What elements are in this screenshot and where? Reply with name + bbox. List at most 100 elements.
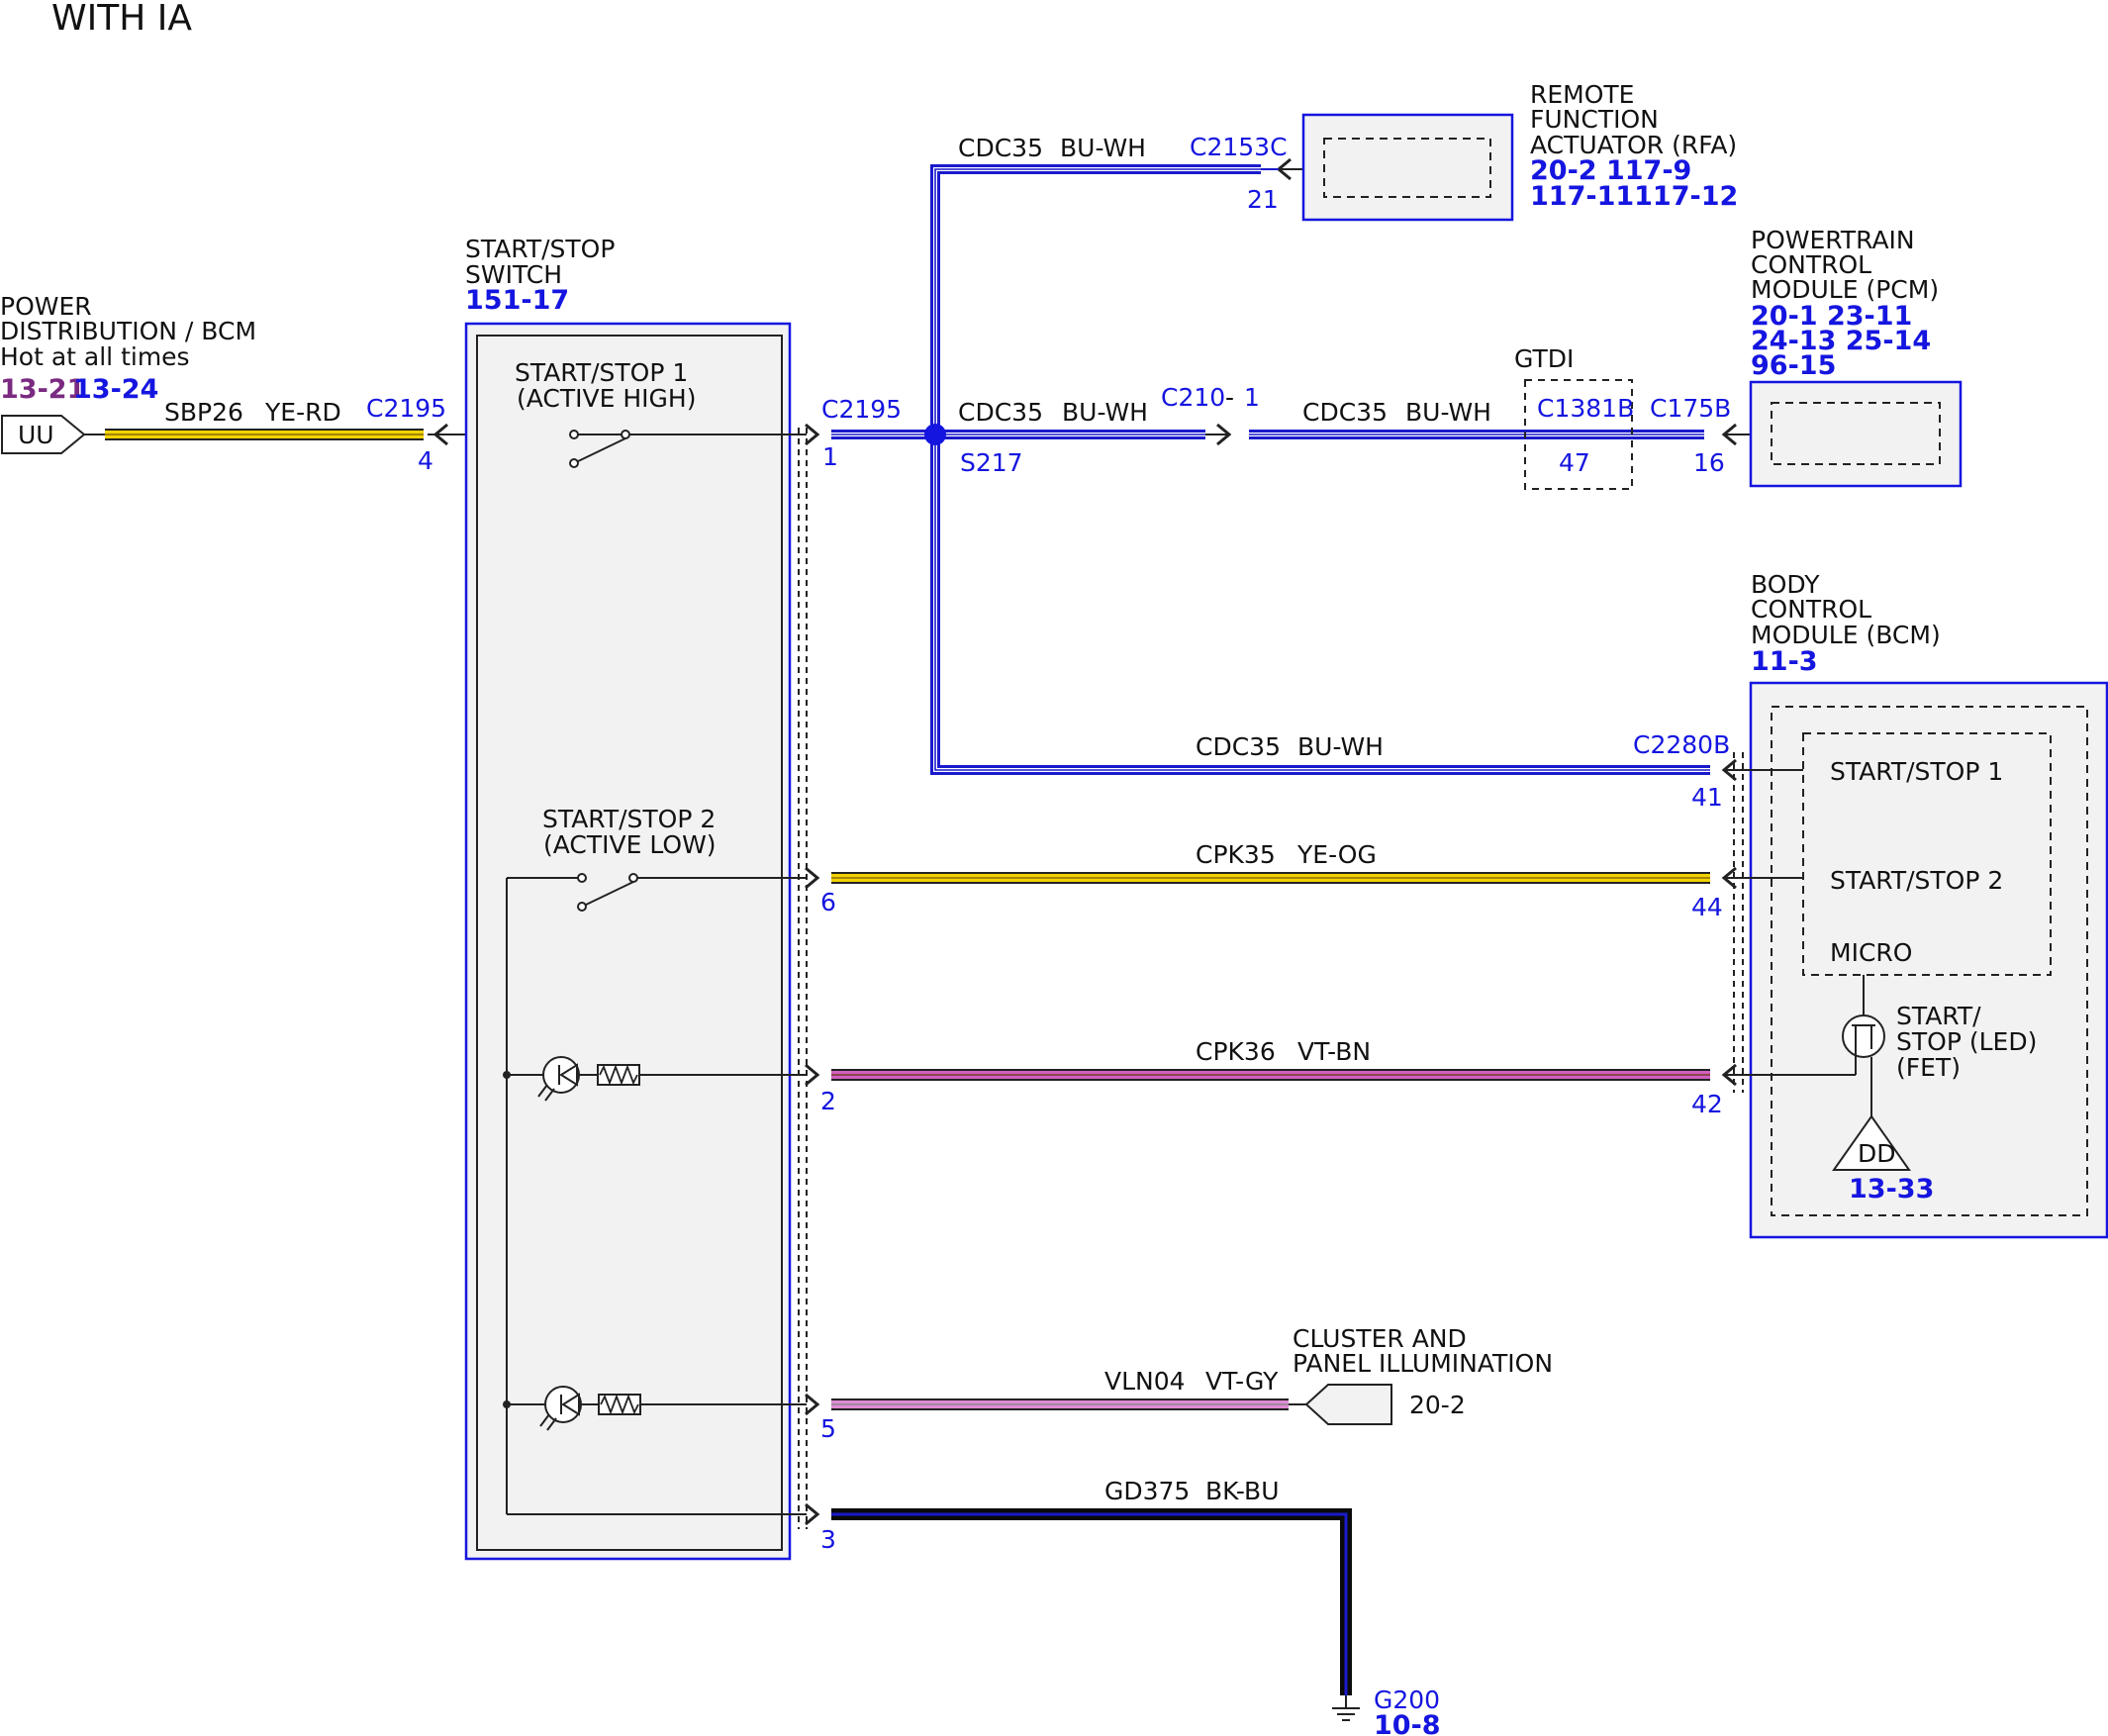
pin-6: 6 xyxy=(820,888,836,916)
switch1-label-line-2: (ACTIVE HIGH) xyxy=(517,384,696,413)
pin-2: 2 xyxy=(820,1087,836,1115)
page-title: WITH IA xyxy=(51,0,192,39)
wire-cpk35-circuit: CPK35 xyxy=(1196,840,1276,869)
connector-c2280b: C2280B xyxy=(1633,730,1730,759)
connector-c175b: C175B xyxy=(1650,394,1731,423)
switch-title-line-2: SWITCH xyxy=(465,260,562,289)
pin-16: 16 xyxy=(1693,448,1725,477)
pin-3: 3 xyxy=(820,1525,836,1554)
connector-c2195-left: C2195 xyxy=(366,394,446,423)
pin-42: 42 xyxy=(1691,1090,1723,1118)
wire-rfa-color: BU-WH xyxy=(1060,134,1146,162)
power-label-line-1: POWER xyxy=(0,292,92,321)
bcm-dd-label: DD xyxy=(1858,1139,1896,1168)
switch2-label-line-2: (ACTIVE LOW) xyxy=(543,830,717,859)
connector-arrow-pin-1 xyxy=(805,423,820,446)
wire-cpk36-color: VT-BN xyxy=(1297,1037,1371,1066)
inline-c210-sep: - xyxy=(1225,383,1234,412)
start-stop-switch: START/STOP SWITCH 151-17 START/STOP 1 (A… xyxy=(464,235,820,1561)
wire-vln04-color: VT-GY xyxy=(1205,1367,1279,1396)
power-distribution: POWER DISTRIBUTION / BCM Hot at all time… xyxy=(0,292,572,475)
rfa-ref-links-1[interactable]: 20-2 117-9 xyxy=(1530,155,1691,186)
power-label-line-2: DISTRIBUTION / BCM xyxy=(0,317,256,345)
inline-c210-label: C210 xyxy=(1161,383,1225,412)
wire-gd375-color: BK-BU xyxy=(1205,1477,1280,1505)
cluster-terminal-shape xyxy=(1304,1384,1392,1425)
wire-cpk36-circuit: CPK36 xyxy=(1196,1037,1276,1066)
wire-sbp26-color: YE-RD xyxy=(264,398,341,427)
led-indicator-icon xyxy=(507,1056,598,1102)
fet-transistor-icon xyxy=(1724,975,1885,1116)
resistor-icon xyxy=(597,1064,807,1086)
wire-rfa-circuit: CDC35 xyxy=(958,134,1043,162)
bcm-micro-box xyxy=(1802,732,2052,976)
bcm-fet-line-3: (FET) xyxy=(1896,1053,1961,1082)
connector-arrow-pin-44 xyxy=(1721,866,1737,890)
pcm-name-line-1: POWERTRAIN xyxy=(1751,226,1915,254)
switch2-label-line-1: START/STOP 2 xyxy=(542,805,716,833)
resistor-icon-2 xyxy=(598,1394,807,1415)
ground-g200-label: G200 xyxy=(1374,1686,1440,1714)
bcm-module: BODY CONTROL MODULE (BCM) 11-3 START/STO… xyxy=(1724,570,2108,1239)
wire-bcm41-color: BU-WH xyxy=(1297,732,1384,761)
pin-21: 21 xyxy=(1247,185,1279,214)
connector-arrow-pin-41 xyxy=(1721,758,1737,782)
connector-c1381b: C1381B xyxy=(1537,394,1634,423)
bcm-name-line-1: BODY xyxy=(1751,570,1820,599)
wire-gd375-circuit: GD375 xyxy=(1104,1477,1190,1505)
bcm-name-line-2: CONTROL xyxy=(1751,595,1871,624)
bcm-dd-ref-link[interactable]: 13-33 xyxy=(1849,1174,1934,1205)
inline-c210-pin: 1 xyxy=(1244,383,1260,412)
cluster-name-line-2: PANEL ILLUMINATION xyxy=(1293,1349,1553,1378)
rfa-module: REMOTE FUNCTION ACTUATOR (RFA) 20-2 117-… xyxy=(1301,80,1738,222)
switch1-label-line-1: START/STOP 1 xyxy=(515,358,688,387)
pin-1: 1 xyxy=(822,442,838,471)
gtdi-label: GTDI xyxy=(1514,344,1574,373)
wire-pcm-a-circuit: CDC35 xyxy=(958,398,1043,427)
power-terminal-label: UU xyxy=(18,421,54,449)
connector-arrow-pin-3 xyxy=(805,1502,820,1526)
bcm-name-line-3: MODULE (BCM) xyxy=(1751,621,1941,649)
bcm-input-start-stop-2: START/STOP 2 xyxy=(1830,866,2003,895)
pcm-ref-links-2[interactable]: 24-13 25-14 xyxy=(1751,326,1931,356)
switch-title-line-1: START/STOP xyxy=(465,235,615,263)
pin-41: 41 xyxy=(1691,783,1723,812)
pcm-module: POWERTRAIN CONTROL MODULE (PCM) 20-1 23-… xyxy=(1749,226,1963,488)
pcm-name-line-3: MODULE (PCM) xyxy=(1751,275,1939,304)
chassis-ground-icon xyxy=(1332,1695,1360,1721)
bcm-ref-link[interactable]: 11-3 xyxy=(1751,646,1818,677)
wire-pcm-b-circuit: CDC35 xyxy=(1302,398,1388,427)
cluster-ref[interactable]: 20-2 xyxy=(1409,1391,1466,1419)
pcm-ref-links-3[interactable]: 96-15 xyxy=(1751,350,1836,381)
power-terminal-shape xyxy=(1,415,86,454)
pin-47: 47 xyxy=(1559,448,1590,477)
pcm-box xyxy=(1749,380,1963,488)
switch-inner-box xyxy=(476,335,783,1551)
switch1-contact xyxy=(569,430,807,468)
wire-cpk35-color: YE-OG xyxy=(1296,840,1377,869)
rfa-ref-links-2[interactable]: 117-11117-12 xyxy=(1530,181,1738,212)
connector-arrow-pin-2 xyxy=(805,1063,820,1087)
wire-pcm-a-color: BU-WH xyxy=(1062,398,1148,427)
pcm-name-line-2: CONTROL xyxy=(1751,250,1871,279)
power-ref-link-b[interactable]: 13-24 xyxy=(73,374,158,405)
splice-s217-label: S217 xyxy=(960,448,1023,477)
power-ref-link-a[interactable]: 13-21 xyxy=(0,374,85,405)
ground-g200-ref-link[interactable]: 10-8 xyxy=(1374,1710,1441,1736)
wire-bcm41-circuit: CDC35 xyxy=(1196,732,1281,761)
connector-arrow-pin-5 xyxy=(805,1393,820,1416)
connector-c2195-right: C2195 xyxy=(821,395,902,424)
led-illumination-icon xyxy=(507,1386,599,1431)
pcm-ref-links-1[interactable]: 20-1 23-11 xyxy=(1751,301,1912,332)
switch-ref-link[interactable]: 151-17 xyxy=(465,285,569,316)
wire-gd375 xyxy=(831,1508,1352,1695)
wire-pcm-b-color: BU-WH xyxy=(1405,398,1491,427)
cluster-name-line-1: CLUSTER AND xyxy=(1293,1324,1467,1353)
gtdi-connector-box xyxy=(1524,379,1633,490)
connector-c2153c: C2153C xyxy=(1190,133,1288,161)
bcm-fet-line-1: START/ xyxy=(1896,1002,1981,1030)
splice-s217-dot xyxy=(924,424,946,445)
bcm-box xyxy=(1749,681,2108,1239)
rfa-name-line-3: ACTUATOR (RFA) xyxy=(1530,131,1737,159)
wire-vln04-circuit: VLN04 xyxy=(1104,1367,1186,1396)
